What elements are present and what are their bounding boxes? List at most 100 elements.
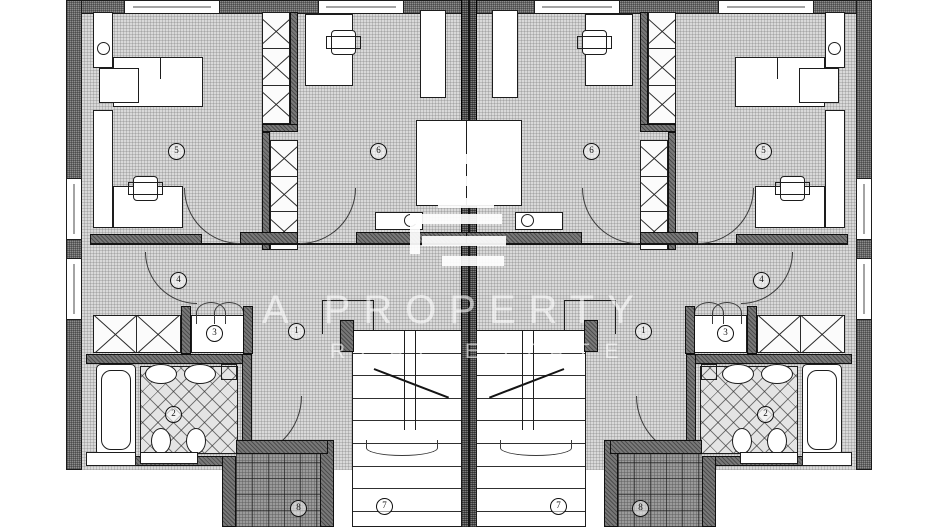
wardrobe-left-hall bbox=[93, 315, 181, 353]
bedroom6-right-chair bbox=[582, 30, 607, 55]
bedroom6-left-chair bbox=[331, 30, 356, 55]
internal-wall-right-stair-right bbox=[584, 320, 598, 352]
bedroom5-right-pillow bbox=[799, 68, 839, 103]
bathroom-left-towel-rail bbox=[221, 364, 237, 380]
internal-wall-right-landing-right bbox=[685, 306, 695, 354]
room-number-right-5: 5 bbox=[755, 143, 772, 160]
bathroom-right-sink-a bbox=[761, 364, 793, 384]
internal-wall-right-wardrobe-lower-right bbox=[668, 132, 676, 250]
bedroom5-right-closet-strip-lower bbox=[825, 110, 845, 228]
bedroom5-right-chair-arms bbox=[775, 182, 810, 195]
terrace-right-floor bbox=[618, 452, 702, 527]
window-left-lower bbox=[66, 258, 82, 320]
bathroom-right-toilet bbox=[767, 428, 787, 454]
room-number-left-2: 2 bbox=[165, 406, 182, 423]
window-top-c bbox=[534, 0, 620, 14]
room-number-right-2: 2 bbox=[757, 406, 774, 423]
door-swing-closet3-left-b bbox=[214, 302, 244, 324]
internal-wall-left-landing-left bbox=[243, 306, 253, 354]
wall-edge-left-bedroom-bottom bbox=[90, 243, 472, 245]
internal-wall-left-wardrobe-lower-left bbox=[262, 132, 270, 250]
staircase-left-stringer bbox=[404, 330, 416, 430]
staircase-left bbox=[352, 330, 462, 527]
room-number-left-4: 4 bbox=[170, 272, 187, 289]
room-number-left-1: 1 bbox=[288, 323, 305, 340]
internal-wall-left-closet-right bbox=[181, 306, 191, 354]
window-left-upper bbox=[66, 178, 82, 240]
window-top-a bbox=[124, 0, 220, 14]
bathroom-right-vanity-counter bbox=[740, 452, 798, 464]
door-swing-closet3-right-b bbox=[694, 302, 724, 324]
staircase-right-stringer bbox=[522, 330, 534, 430]
wardrobe-left-lower bbox=[270, 140, 298, 250]
internal-wall-right-terrace-top bbox=[610, 440, 702, 454]
internal-wall-left-terrace-right bbox=[320, 440, 334, 527]
window-top-d bbox=[718, 0, 814, 14]
bathroom-left-sink-a bbox=[145, 364, 177, 384]
bedroom6-left-bed bbox=[416, 120, 472, 206]
room-number-right-6: 6 bbox=[583, 143, 600, 160]
party-wall-seam bbox=[468, 0, 470, 527]
bedroom5-right-closet-strip-upper bbox=[825, 12, 845, 68]
internal-wall-right-bath-top bbox=[686, 354, 852, 364]
staircase-left-arrow bbox=[366, 440, 438, 456]
wardrobe-left-upper bbox=[262, 12, 290, 124]
bedroom5-left-chair-arms bbox=[128, 182, 163, 195]
bathroom-left-cabinet bbox=[86, 452, 136, 466]
bathroom-left-toilet bbox=[151, 428, 171, 454]
bedroom6-right-bed bbox=[466, 120, 522, 206]
internal-wall-left-terrace-left bbox=[222, 456, 236, 527]
internal-wall-left-stair-left bbox=[340, 320, 354, 352]
bedroom6-right-chair-arms bbox=[577, 36, 612, 49]
room-number-right-7: 7 bbox=[550, 498, 567, 515]
internal-wall-right-wardrobe-upper-bottom bbox=[640, 124, 676, 132]
bedroom5-left-bed-fold bbox=[139, 57, 161, 79]
staircase-right-arrow bbox=[500, 440, 572, 456]
wardrobe-right-upper bbox=[648, 12, 676, 124]
room-number-right-3: 3 bbox=[717, 325, 734, 342]
wardrobe-right-hall bbox=[757, 315, 845, 353]
bedroom5-right-sink-circle bbox=[828, 42, 841, 55]
window-top-b bbox=[318, 0, 404, 14]
room-number-left-7: 7 bbox=[376, 498, 393, 515]
internal-wall-right-terrace-right bbox=[702, 456, 716, 527]
internal-wall-left-bath-top bbox=[86, 354, 252, 364]
bathroom-right-cabinet bbox=[802, 452, 852, 466]
room-number-right-4: 4 bbox=[753, 272, 770, 289]
bathroom-left-sink-b bbox=[184, 364, 216, 384]
bedroom6-left-nightstand bbox=[420, 10, 446, 98]
room-number-left-3: 3 bbox=[206, 325, 223, 342]
bathroom-right-bidet bbox=[732, 428, 752, 454]
internal-wall-right-wardrobe-upper-back bbox=[640, 12, 648, 130]
wardrobe-right-lower bbox=[640, 140, 668, 250]
bedroom6-right-nightstand bbox=[492, 10, 518, 98]
landing-left-rail bbox=[322, 300, 374, 334]
bedroom6-right-lamp-circle bbox=[521, 214, 534, 227]
bathroom-left-bathtub-inner bbox=[101, 370, 131, 450]
bedroom6-left-chair-arms bbox=[326, 36, 361, 49]
room-number-left-8: 8 bbox=[290, 500, 307, 517]
bedroom5-right-chair bbox=[780, 176, 805, 201]
room-number-left-6: 6 bbox=[370, 143, 387, 160]
room-number-right-8: 8 bbox=[632, 500, 649, 517]
wall-edge-right-bedroom-bottom bbox=[466, 243, 848, 245]
window-right-upper bbox=[856, 178, 872, 240]
bathroom-right-towel-rail bbox=[701, 364, 717, 380]
bedroom5-left-chair bbox=[133, 176, 158, 201]
bathroom-right-sink-b bbox=[722, 364, 754, 384]
bedroom5-left-sink-circle bbox=[97, 42, 110, 55]
bathroom-left-vanity-counter bbox=[140, 452, 198, 464]
internal-wall-right-closet-left bbox=[747, 306, 757, 354]
internal-wall-left-wardrobe-upper-back bbox=[290, 12, 298, 130]
bathroom-right-bathtub-inner bbox=[807, 370, 837, 450]
bedroom6-left-lamp-circle bbox=[404, 214, 417, 227]
room-number-left-5: 5 bbox=[168, 143, 185, 160]
internal-wall-left-bedroom-bottom-b bbox=[240, 232, 298, 244]
bedroom5-left-closet-strip-upper bbox=[93, 12, 113, 68]
bedroom5-left-closet-strip-lower bbox=[93, 110, 113, 228]
bathroom-left-bidet bbox=[186, 428, 206, 454]
window-right-lower bbox=[856, 258, 872, 320]
internal-wall-left-wardrobe-upper-bottom bbox=[262, 124, 298, 132]
bedroom5-right-bed-fold bbox=[777, 57, 799, 79]
